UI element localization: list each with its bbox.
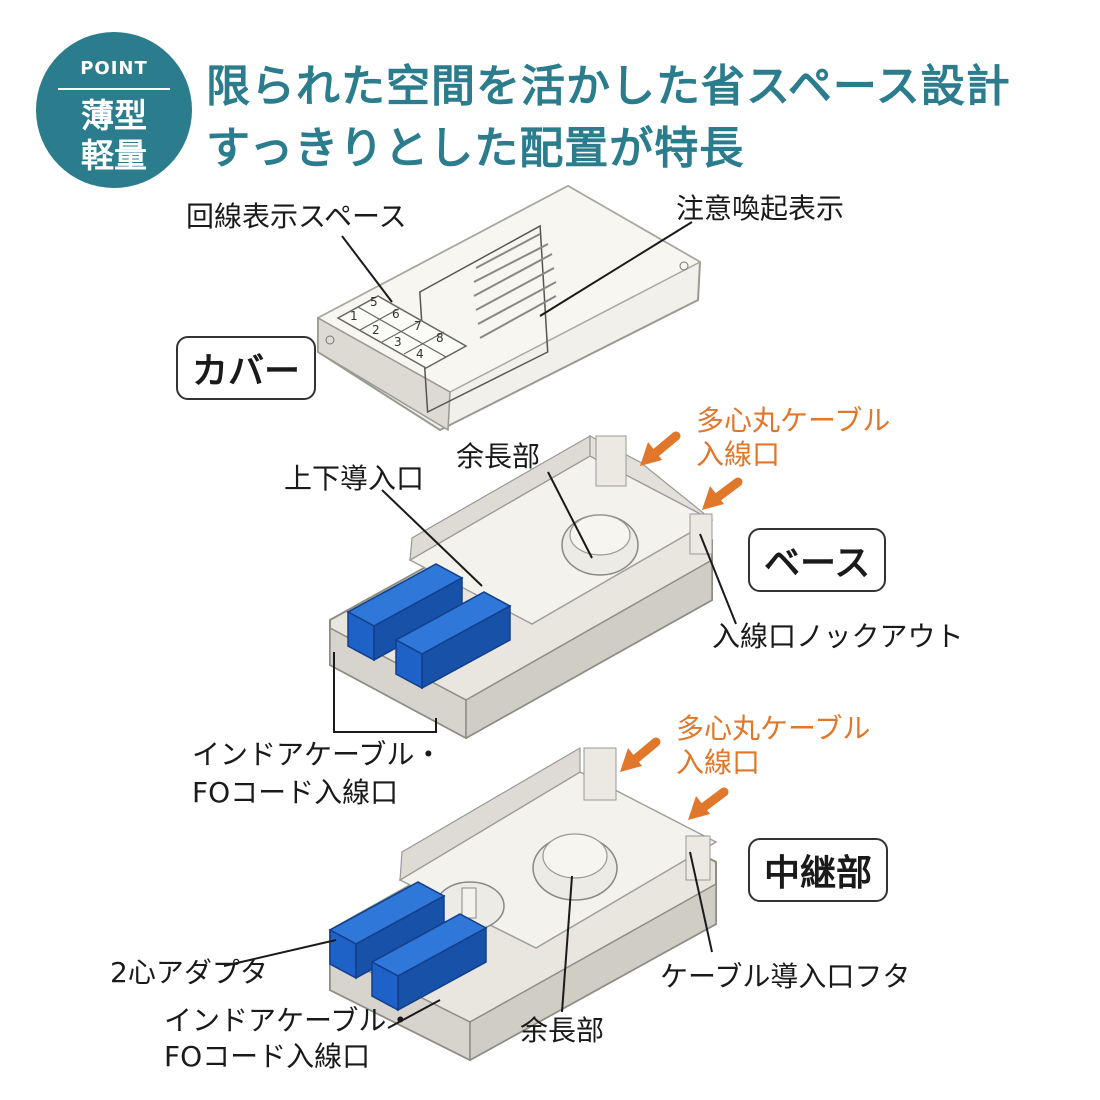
relay-inlet-arrowhead-1 <box>620 748 642 772</box>
port-number-4: 4 <box>416 347 424 361</box>
leader-relay-slack <box>561 875 573 1013</box>
leader-adapter <box>223 939 337 967</box>
point-label: POINT <box>80 58 148 79</box>
headline-line1: 限られた空間を活かした省スペース設計 <box>206 61 1011 112</box>
relay-multicore-label-line2: 入線口 <box>676 746 761 779</box>
base-adapter-block <box>346 563 512 690</box>
caution-text-lines <box>473 233 557 339</box>
cover-illustration: 1 2 3 4 5 6 7 8 <box>316 184 702 432</box>
base-side-wall <box>465 558 713 740</box>
port-number-grid: 1 2 3 4 5 6 7 8 <box>336 295 468 369</box>
base-inlet-arrowhead-1 <box>640 442 662 466</box>
base-updown-inlet-label: 上下導入口 <box>284 462 425 495</box>
caution-label: 注意喚起表示 <box>676 192 845 225</box>
display-space-label: 回線表示スペース <box>186 200 407 233</box>
base-inlet-post <box>595 435 627 487</box>
relay-cable-lid-label: ケーブル導入口フタ <box>660 960 911 993</box>
relay-slack-label: 余長部 <box>520 1014 605 1047</box>
caution-label-area <box>419 224 549 414</box>
leader-caution <box>539 221 693 317</box>
port-number-3: 3 <box>394 335 402 349</box>
relay-inlet-arrowhead-2 <box>688 796 710 820</box>
port-number-6: 6 <box>392 307 400 321</box>
base-multicore-label-line2: 入線口 <box>696 438 781 471</box>
base-multicore-label-line1: 多心丸ケーブル <box>696 404 891 437</box>
badge-tag: 薄型 軽量 <box>36 96 192 176</box>
relay-side-wall <box>469 882 717 1062</box>
relay-adapter-block <box>328 881 488 1012</box>
relay-cable-lid <box>685 835 711 881</box>
relay-multicore-label-line1: 多心丸ケーブル <box>676 712 871 745</box>
port-number-2: 2 <box>372 323 380 337</box>
leader-base-slack <box>547 471 593 559</box>
badge-divider <box>58 88 170 90</box>
relay-inlet-post <box>583 747 617 801</box>
relay-indoor-label-line1: インドアケーブル・ <box>164 1004 415 1037</box>
cover-title: カバー <box>176 336 317 400</box>
relay-illustration <box>328 746 718 1062</box>
point-badge: POINT 薄型 軽量 <box>36 32 192 188</box>
headline-line2: すっきりとした配置が特長 <box>206 123 745 174</box>
badge-tag-line1: 薄型 <box>81 96 147 135</box>
relay-adapter-label: 2心アダプタ <box>110 956 268 989</box>
relay-title: 中継部 <box>748 838 889 902</box>
leader-base-indoor <box>333 652 437 733</box>
relay-indoor-label-line2: FOコード入線口 <box>164 1040 371 1073</box>
port-number-7: 7 <box>414 319 422 333</box>
base-indoor-label-line2: FOコード入線口 <box>192 776 399 809</box>
relay-back-wall <box>399 746 581 882</box>
base-slack-label: 余長部 <box>456 440 541 473</box>
leader-lines <box>223 221 737 1029</box>
port-number-1: 1 <box>350 309 358 323</box>
base-knockout-label: 入線口ノックアウト <box>712 620 964 653</box>
leader-relay-indoor <box>387 999 441 1029</box>
cover-front-edge <box>317 316 451 432</box>
port-number-8: 8 <box>436 331 444 345</box>
base-illustration <box>329 434 714 740</box>
badge-tag-line2: 軽量 <box>81 136 147 175</box>
leader-updown-inlet <box>381 489 483 587</box>
base-title: ベース <box>748 528 887 592</box>
base-indoor-label-line1: インドアケーブル・ <box>192 738 443 771</box>
leader-cable-lid <box>689 851 713 953</box>
leader-display-space <box>341 235 393 303</box>
base-inlet-arrowhead-2 <box>702 486 724 510</box>
port-number-5: 5 <box>370 295 378 309</box>
leader-knockout <box>699 533 737 625</box>
